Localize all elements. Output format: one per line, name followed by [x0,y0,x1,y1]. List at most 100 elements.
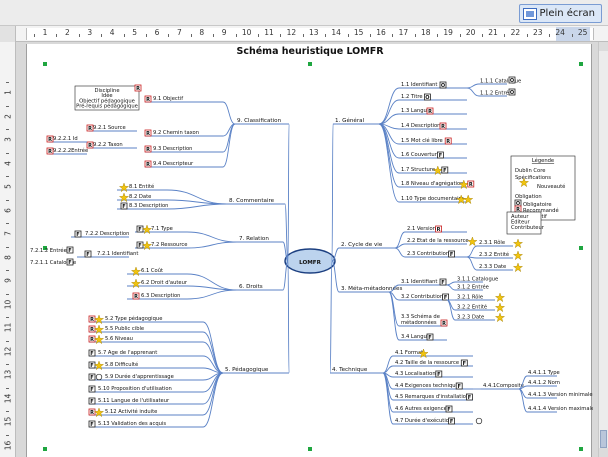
lifecycle-child-label[interactable]: 2.3 Contribution [407,251,449,257]
central-topic-ellipse[interactable] [284,248,336,274]
legend-item[interactable]: Spécifications [515,174,551,181]
pedagogical-child-label[interactable]: 5.11 Langue de l'utilisateur [98,398,170,404]
lifecycle-subchild-label[interactable]: 2.3.1 Rôle [479,239,505,246]
classification-child-label[interactable]: 9.1 Objectif [153,96,183,102]
branch-label-classification[interactable]: 9. Classification [237,118,282,124]
relation-subchild-label[interactable]: 7.2.1 Identifiant [97,251,138,257]
rights-child-label[interactable]: 6.3 Description [141,293,180,299]
selection-handle[interactable] [43,62,47,66]
pedagogical-child-label[interactable]: 5.12 Activité induite [105,408,157,415]
general-subchild-label[interactable]: 1.1.1 Catalogue [480,79,521,85]
selection-handle[interactable] [579,246,583,250]
technical-subchild-label[interactable]: 4.4.1.2 Nom [528,380,560,386]
lifecycle-subchild-label[interactable]: 2.3.3 Date [479,264,506,270]
pedagogical-child-label[interactable]: 5.10 Proposition d'utilisation [98,386,172,392]
vertical-scrollbar[interactable] [598,42,608,457]
selection-handle[interactable] [579,447,583,451]
technical-child-label[interactable]: 4.3 Localisation [395,371,436,377]
branch-label-lifecycle[interactable]: 2. Cycle de vie [341,242,383,248]
scrollbar-thumb[interactable] [600,430,607,448]
meta-child-label[interactable]: 3.2 Contribution [401,294,443,300]
branch-label-technical[interactable]: 4. Technique [332,367,368,373]
pedagogical-child-label[interactable]: 5.7 Age de l'apprenant [98,350,157,356]
technical-subchild-label[interactable]: 4.4.1.1 Type [528,370,560,376]
meta-child-label[interactable]: 3.1 Identifiant [401,279,437,285]
branch-label-general[interactable]: 1. Général [335,117,365,124]
technical-child-label[interactable]: 4.7 Durée d'exécution [395,417,452,424]
selection-handle[interactable] [308,447,312,451]
pedagogical-child-label[interactable]: 5.9 Durée d'apprentissage [105,373,174,380]
classification-child-label[interactable]: 9.2 Chemin taxon [153,130,199,136]
lifecycle-child-label[interactable]: 2.2 Etat de la ressource [407,238,469,244]
roles-note-line[interactable]: Editeur [511,220,531,226]
selection-handle[interactable] [308,62,312,66]
legend-item[interactable]: Obligation [515,194,542,200]
legend-title[interactable]: Légende [532,157,554,164]
classification-subchild-label[interactable]: 9.2.1 Source [93,125,126,131]
legend-item[interactable]: Dublin Core [515,168,545,174]
meta-subchild-label[interactable]: 3.2.3 Date [457,315,484,321]
meta-child-label[interactable]: 3.3 Schéma de [401,313,440,320]
lifecycle-child-label[interactable]: 2.1 Version [407,226,436,232]
pedagogical-child-label[interactable]: 5.13 Validation des acquis [98,421,166,427]
fullscreen-button[interactable]: Plein écran [518,4,602,23]
technical-child-label[interactable]: 4.4 Exigences techniques [395,383,462,389]
classification-child-label[interactable]: 9.3 Description [153,146,192,152]
legend-item[interactable]: Recommandé [523,207,559,214]
meta-subchild-label[interactable]: 3.2.1 Rôle [457,294,483,301]
scroll-down-arrow[interactable] [599,448,608,457]
relation-subchild-label[interactable]: 7.2.2 Description [85,231,129,237]
legend-item[interactable]: Nouveauté [537,183,565,190]
technical-child-label[interactable]: 4.2 Taille de la ressource [395,360,459,366]
relation-subchild-label[interactable]: 7.2.1.1 Catalogue [30,260,76,266]
general-subchild-label[interactable]: 1.1.2 Entrée [480,90,512,97]
relation-child-label[interactable]: 7.2 Ressource [151,242,187,248]
objective-note-line[interactable]: Objectif pédagogique [79,97,135,104]
general-child-label[interactable]: 1.1 Identifiant [401,82,437,88]
classification-child-label[interactable]: 9.4 Descripteur [153,161,194,167]
general-child-label[interactable]: 1.8 Niveau d'agrégation [401,180,463,187]
branch-label-rights[interactable]: 6. Droits [239,284,263,290]
lifecycle-subchild-label[interactable]: 2.3.2 Entité [479,251,509,258]
pedagogical-child-label[interactable]: 5.5 Public cible [105,326,144,332]
legend-item[interactable]: Obligatoire [523,202,552,208]
technical-child-label[interactable]: 4.1 Format [395,350,423,356]
meta-subchild-label[interactable]: 3.2.2 Entité [457,304,487,311]
general-child-label[interactable]: 1.4 Description [401,123,440,129]
general-child-label[interactable]: 1.10 Type documentaire [401,196,464,202]
objective-note-line[interactable]: Discipline [94,88,119,94]
general-child-label[interactable]: 1.3 Langue [401,108,430,114]
general-child-label[interactable]: 1.6 Couverture [401,152,440,158]
classification-subchild-label[interactable]: 9.2.2.1 Id [53,136,78,142]
pedagogical-child-label[interactable]: 5.8 Difficulté [105,361,138,368]
meta-child-label[interactable]: 3.4 Langue [401,334,430,340]
annotation-child-label[interactable]: 8.2 Date [129,194,151,200]
technical-child-label[interactable]: 4.5 Remarques d'installation [395,394,469,400]
rights-child-label[interactable]: 6.1 Coût [141,267,163,274]
meta-subchild-label[interactable]: 3.1.1 Catalogue [457,277,498,283]
selection-handle[interactable] [43,246,47,250]
annotation-child-label[interactable]: 8.3 Description [129,203,168,209]
roles-note-line[interactable]: Auteur [511,214,529,220]
branch-label-pedagogical[interactable]: 5. Pédagogique [225,366,269,373]
branch-label-meta[interactable]: 3. Méta-métadonnées [341,285,402,292]
classification-subchild-label[interactable]: 9.2.2.2Entrée [53,147,88,154]
general-child-label[interactable]: 1.7 Structure [401,167,435,173]
annotation-child-label[interactable]: 8.1 Entité [129,183,154,190]
pedagogical-child-label[interactable]: 5.2 Type pédagogique [105,315,162,322]
technical-subchild-label[interactable]: 4.4.1Composite [483,383,524,389]
mindmap-diagram[interactable]: LOMFR 1. Général 2. Cycle de vie 3. Méta-mé… [27,44,593,457]
central-topic-label[interactable]: LOMFR [299,260,322,266]
selection-handle[interactable] [579,62,583,66]
relation-subchild-label[interactable]: 7.2.1.2 Entrée [30,247,67,254]
technical-child-label[interactable]: 4.6 Autres exigences [395,406,450,412]
pedagogical-child-label[interactable]: 5.6 Niveau [105,336,133,342]
meta-child-label[interactable]: métadonnées [401,319,437,326]
technical-subchild-label[interactable]: 4.4.1.3 Version minimale [528,392,593,398]
objective-note-line[interactable]: Idée [101,92,112,99]
general-child-label[interactable]: 1.2 Titre [401,94,423,100]
